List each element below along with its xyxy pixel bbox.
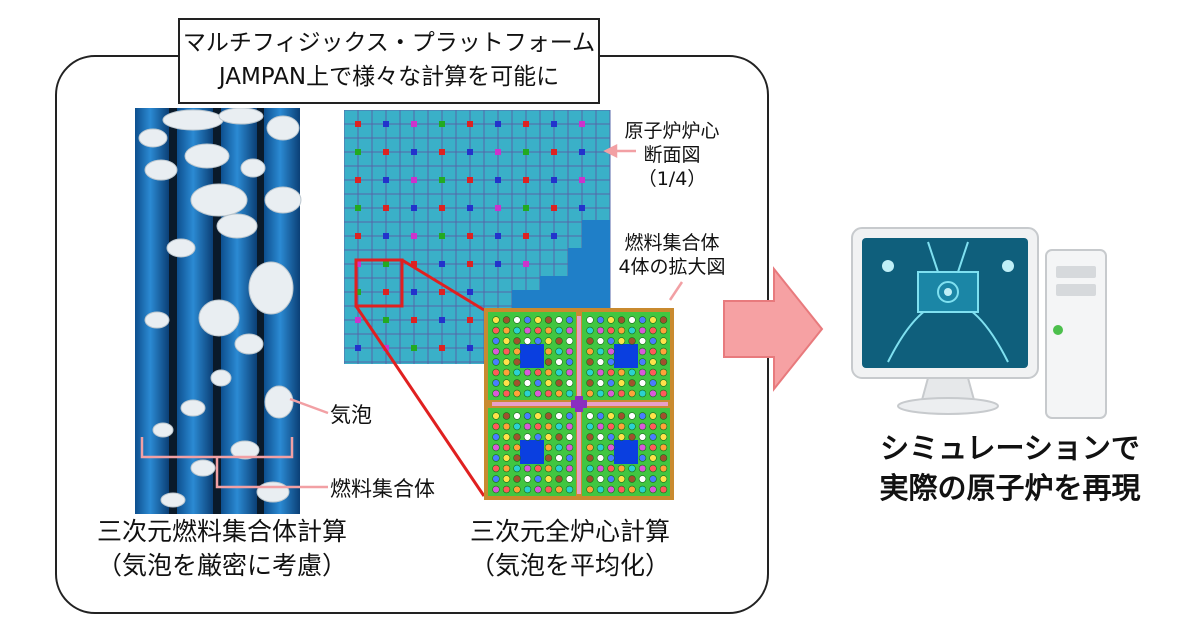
result-line2: 実際の原子炉を再現	[879, 471, 1141, 505]
bubbles	[138, 108, 302, 508]
bubble-label: 気泡	[330, 403, 372, 427]
result-text: シミュレーションで 実際の原子炉を再現	[860, 428, 1160, 508]
left-caption-line2: （気泡を厳密に考慮）	[96, 551, 347, 580]
left-caption-line1: 三次元燃料集合体計算	[96, 517, 347, 546]
desktop-computer-icon	[851, 227, 1107, 419]
center-caption-line1: 三次元全炉心計算	[469, 517, 670, 546]
core-pointer-lines	[603, 143, 684, 301]
fuel-assembly-label: 燃料集合体	[330, 477, 435, 501]
title-line1: マルチフィジックス・プラットフォーム	[182, 30, 596, 56]
zoom-label-line1: 燃料集合体	[624, 232, 720, 254]
core-label-line3: （1/4）	[637, 168, 707, 190]
result-line1: シミュレーションで	[880, 431, 1140, 465]
left-pointer-lines	[140, 397, 329, 489]
fuel-assembly-bubble-image	[133, 108, 303, 514]
center-caption-line2: （気泡を平均化）	[469, 551, 670, 580]
fuel-assembly-zoom-image	[484, 308, 674, 500]
title-box: マルチフィジックス・プラットフォーム JAMPAN上で様々な計算を可能に	[178, 18, 600, 104]
core-label-line1: 原子炉炉心	[624, 120, 720, 142]
zoom-indicator-lines	[354, 258, 486, 497]
core-label-line2: 断面図	[643, 144, 701, 166]
zoom-label-line2: 4体の拡大図	[618, 256, 726, 278]
right-arrow-icon	[723, 266, 824, 392]
title-line2: JAMPAN上で様々な計算を可能に	[218, 64, 560, 90]
